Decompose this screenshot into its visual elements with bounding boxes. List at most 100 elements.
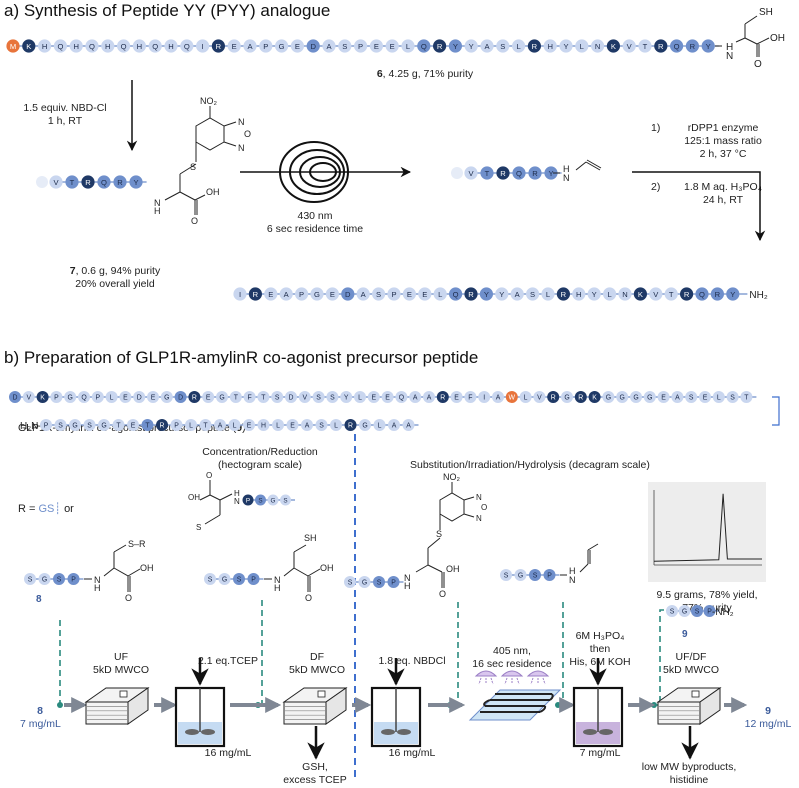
residue-bead [358, 576, 371, 588]
residue-bead [649, 287, 663, 301]
svg-text:OH: OH [770, 33, 785, 44]
residue-bead [69, 419, 81, 431]
residue-letter: A [218, 423, 223, 430]
residue-letter: Y [592, 290, 597, 299]
ufdf-name: UF/DF [675, 651, 707, 663]
ufdf-waste-byproducts: low MW byproducts, [641, 761, 737, 773]
residue-letter: H [576, 290, 581, 299]
residue-letter: S [670, 609, 675, 616]
residue-bead [247, 573, 260, 585]
residue-bead [344, 576, 356, 588]
residue-bead [344, 419, 357, 431]
residue-letter: G [164, 395, 169, 402]
residue-bead [147, 391, 159, 403]
residue-letter: E [703, 395, 708, 402]
residue-bead [78, 391, 90, 403]
residue-letter: E [206, 395, 211, 402]
uf-name: UF [114, 651, 128, 663]
acid-then: then [589, 643, 611, 656]
residue-letter: W [509, 395, 516, 402]
residue-letter: P [71, 577, 76, 584]
residue-bead [64, 391, 77, 403]
residue-bead [156, 419, 168, 431]
residue-letter: R [117, 178, 123, 187]
residue-bead [233, 287, 247, 301]
residue-bead [401, 39, 415, 53]
residue-bead [233, 573, 245, 585]
residue-bead [464, 166, 478, 180]
residue-letter: S [57, 577, 62, 584]
residue-bead [36, 391, 49, 403]
step3-num1: 1) [651, 122, 661, 134]
residue-letter: G [518, 573, 523, 580]
residue-bead [450, 391, 463, 403]
residue-letter: A [675, 395, 680, 402]
residue-letter: G [682, 609, 687, 616]
df-mwco: 5kD MWCO [289, 664, 345, 677]
residue-bead [315, 419, 328, 431]
residue-letter: Y [706, 42, 711, 51]
residue-bead [433, 287, 447, 301]
residue-bead [65, 175, 79, 189]
residue-bead [699, 391, 711, 403]
svg-text:H: H [154, 206, 161, 216]
residue-bead [657, 391, 670, 403]
residue-bead [170, 419, 183, 431]
residue-bead [606, 39, 621, 53]
step1-time: 1 h, RT [47, 115, 83, 128]
residue-letter: F [247, 395, 251, 402]
residue-letter: R [468, 290, 474, 299]
residue-letter: R [440, 395, 445, 402]
stirred-reactor [572, 658, 624, 748]
residue-bead [105, 391, 118, 403]
df-waste-tcep: excess TCEP [283, 774, 347, 787]
residue-bead [257, 419, 270, 431]
residue-bead [680, 287, 694, 301]
residue-bead [726, 391, 739, 403]
residue-bead [301, 419, 313, 431]
residue-bead [338, 39, 352, 53]
residue-letter: G [42, 577, 47, 584]
residue-letter: V [26, 395, 31, 402]
residue-bead [180, 39, 194, 53]
residue-letter: L [110, 395, 114, 402]
r-definition: R = GS┊ or [18, 502, 74, 515]
residue-letter: E [268, 290, 273, 299]
svg-text:H: H [234, 489, 240, 498]
residue-bead [148, 39, 162, 53]
residue-bead [243, 419, 255, 431]
residue-bead [423, 391, 435, 403]
residue-letter: S [342, 42, 347, 51]
svg-text:N: N [569, 575, 576, 585]
residue-bead [480, 39, 494, 53]
residue-letter: P [251, 577, 256, 584]
residue-bead [511, 39, 526, 53]
residue-letter: A [247, 42, 253, 51]
residue-letter: E [247, 423, 252, 430]
feed-number: 8 [37, 705, 43, 717]
residue-letter: S [376, 290, 381, 299]
residue-bead [228, 419, 241, 431]
residue-letter: L [717, 395, 721, 402]
residue-letter: P [358, 42, 363, 51]
svg-text:H: H [274, 583, 281, 593]
residue-bead [572, 287, 586, 301]
residue-bead [685, 39, 700, 53]
residue-bead [242, 494, 254, 506]
output-concentration: 12 mg/mL [744, 718, 792, 731]
residue-bead [464, 391, 477, 403]
residue-letter: Y [453, 42, 458, 51]
residue-letter: A [413, 395, 418, 402]
residue-bead [112, 419, 125, 431]
residue-bead [654, 39, 668, 53]
residue-bead [117, 39, 131, 53]
residue-bead [691, 605, 703, 617]
residue-letter: Q [57, 42, 63, 51]
residue-letter: R [561, 290, 567, 299]
residue-letter: S [87, 423, 92, 430]
residue-letter: N [622, 290, 627, 299]
residue-letter: S [330, 395, 335, 402]
residue-letter: E [661, 395, 666, 402]
